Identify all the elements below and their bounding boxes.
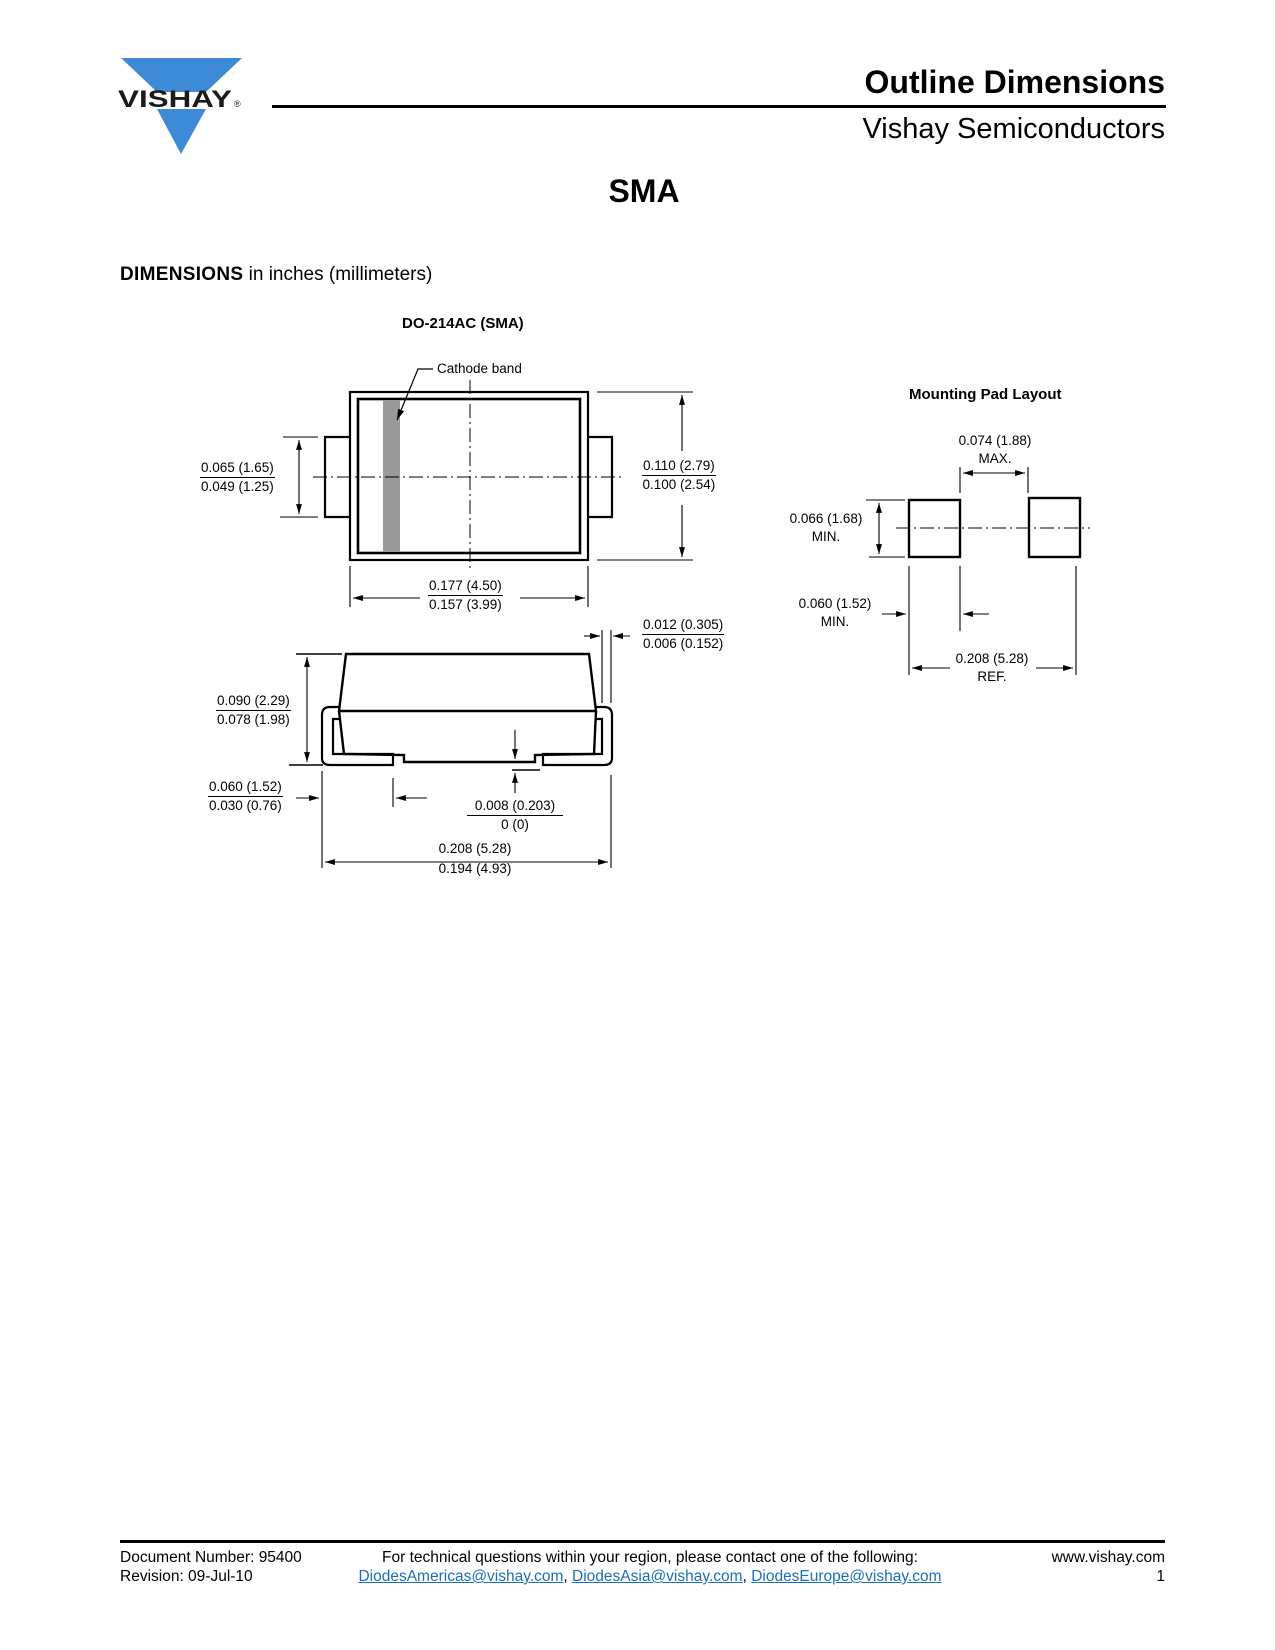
dim-height: 0.090 (2.29) 0.078 (1.98): [216, 693, 291, 727]
header-title: Outline Dimensions: [864, 64, 1165, 100]
contact-emails: DiodesAmericas@vishay.com, DiodesAsia@vi…: [358, 1568, 942, 1585]
cathode-band-label: Cathode band: [437, 361, 522, 376]
svg-text:VISHAY: VISHAY: [118, 86, 232, 113]
pad-gap-dim: 0.074 (1.88) MAX.: [958, 433, 1032, 466]
svg-text:®: ®: [234, 99, 241, 109]
footer-site-info: www.vishay.com 1: [1052, 1548, 1165, 1586]
dimensions-heading: DIMENSIONS in inches (millimeters): [120, 264, 432, 286]
page-title: SMA: [608, 173, 680, 209]
vishay-logo: VISHAY ®: [118, 56, 248, 160]
header-rule: [272, 105, 1166, 108]
dim-lead-length: 0.060 (1.52) 0.030 (0.76): [208, 779, 283, 813]
pad-height-dim: 0.066 (1.68) MIN.: [789, 511, 863, 544]
vishay-logo-icon: VISHAY ®: [118, 58, 242, 154]
footer-rule: [120, 1540, 1165, 1543]
contact-text: For technical questions within your regi…: [382, 1549, 918, 1566]
dimensions-heading-bold: DIMENSIONS: [120, 264, 244, 285]
revision: Revision: 09-Jul-10: [120, 1568, 253, 1585]
email-americas-link[interactable]: DiodesAmericas@vishay.com: [358, 1568, 564, 1585]
pad-overall-dim: 0.208 (5.28) REF.: [955, 651, 1029, 684]
dimensions-heading-units: in inches (millimeters): [243, 264, 433, 285]
dim-standoff: 0.008 (0.203) 0 (0): [467, 797, 563, 834]
dim-lead-width: 0.065 (1.65) 0.049 (1.25): [200, 460, 275, 494]
pad-layout-title: Mounting Pad Layout: [909, 386, 1062, 403]
package-outline-drawing: [280, 368, 1090, 868]
package-drawing-title: DO-214AC (SMA): [402, 315, 524, 332]
dim-overall-length: 0.208 (5.28) 0.194 (4.93): [438, 841, 512, 876]
dim-body-width: 0.110 (2.79) 0.100 (2.54): [642, 458, 716, 492]
footer-doc-info: Document Number: 95400 Revision: 09-Jul-…: [120, 1548, 302, 1586]
header-subtitle: Vishay Semiconductors: [862, 113, 1165, 145]
dim-body-length: 0.177 (4.50) 0.157 (3.99): [428, 578, 503, 612]
page-number: 1: [1156, 1568, 1165, 1585]
dim-lead-thickness: 0.012 (0.305) 0.006 (0.152): [642, 617, 725, 651]
pad-width-dim: 0.060 (1.52) MIN.: [798, 596, 872, 629]
document-number: Document Number: 95400: [120, 1549, 302, 1566]
email-europe-link[interactable]: DiodesEurope@vishay.com: [751, 1568, 942, 1585]
email-asia-link[interactable]: DiodesAsia@vishay.com: [572, 1568, 743, 1585]
website-link[interactable]: www.vishay.com: [1051, 1549, 1165, 1566]
footer-contact: For technical questions within your regi…: [335, 1548, 965, 1586]
